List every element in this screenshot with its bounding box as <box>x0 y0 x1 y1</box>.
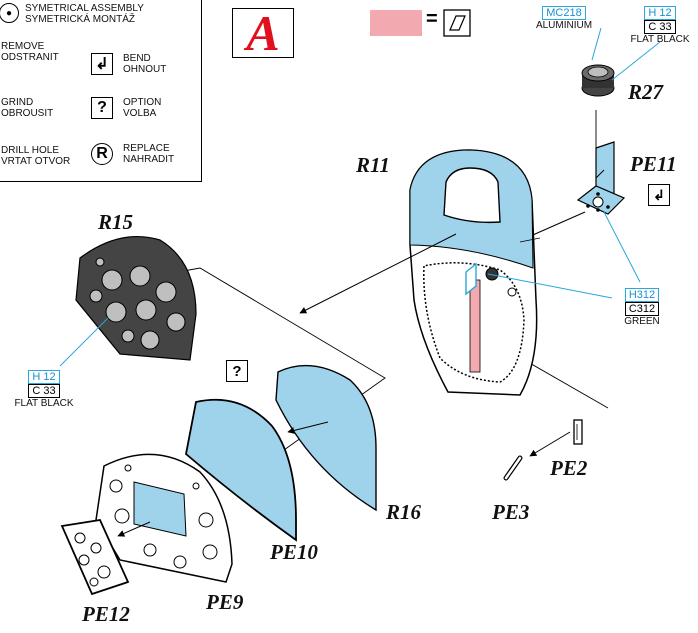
r11-edge <box>519 237 541 243</box>
paint-name: ALUMINIUM <box>535 20 593 31</box>
paint-name: FLAT BLACK <box>630 34 690 45</box>
legend-drill-line2: VRTAT OTVOR <box>1 156 71 167</box>
paint-code: C 33 <box>644 20 676 34</box>
callout-green-2 <box>603 211 641 283</box>
legend-symmetrical-line2: SYMETRICKÁ MONTÁŽ <box>25 14 136 25</box>
paint-code: MC218 <box>542 6 586 20</box>
callout-r15 <box>59 317 109 367</box>
label-pe10: PE10 <box>270 540 318 564</box>
section-box: A <box>232 8 294 58</box>
paint-green: H312 C312 GREEN <box>612 288 672 328</box>
label-pe3: PE3 <box>492 500 530 524</box>
legend-replace-line2: NAHRADIT <box>123 154 175 165</box>
pe10-part <box>185 398 297 542</box>
decal-swatch <box>370 10 422 36</box>
bend-icon: ↲ <box>648 184 670 206</box>
paint-aluminium: MC218 ALUMINIUM <box>530 6 598 32</box>
legend-replace-line1: REPLACE <box>123 143 170 154</box>
decal-equals: = <box>426 8 438 30</box>
symmetrical-assembly-icon: ● <box>0 3 19 23</box>
arrow-pe2 <box>529 431 571 457</box>
legend-bend-line1: BEND <box>123 53 151 64</box>
decal-box <box>443 9 471 37</box>
legend-drill-line1: DRILL HOLE <box>1 145 59 156</box>
pe2-part <box>573 419 583 445</box>
legend-box: ● SYMETRICAL ASSEMBLY SYMETRICKÁ MONTÁŽ … <box>0 0 202 182</box>
arrow-pe9 <box>117 521 151 537</box>
replace-icon: R <box>91 143 113 165</box>
legend-bend-line2: OHNOUT <box>123 64 167 75</box>
decal-icon <box>449 15 466 31</box>
bend-icon: ↲ <box>91 53 113 75</box>
option-box: ? <box>226 360 248 382</box>
legend-remove-line1: REMOVE <box>1 41 45 52</box>
callout-flat-black <box>611 41 661 81</box>
label-r15: R15 <box>98 210 134 234</box>
paint-name: GREEN <box>624 316 660 327</box>
paint-code: C312 <box>624 302 660 316</box>
paint-code: C 33 <box>28 384 60 398</box>
legend-grind-line2: OBROUSIT <box>1 108 54 119</box>
paint-name: FLAT BLACK <box>14 398 74 409</box>
r27-part <box>581 64 615 97</box>
legend-option-line2: VOLBA <box>123 108 157 119</box>
legend-option-line1: OPTION <box>123 97 162 108</box>
pe9-part <box>95 453 233 583</box>
arrow-r11 <box>299 233 457 314</box>
arrow-r16 <box>287 421 329 434</box>
paint-flat-black-top: H 12 C 33 FLAT BLACK <box>620 6 698 46</box>
option-icon: ? <box>91 97 113 119</box>
paint-code: H 12 <box>28 370 60 384</box>
label-pe12: PE12 <box>82 602 130 626</box>
label-r11: R11 <box>356 153 390 177</box>
label-pe11: PE11 <box>630 152 677 176</box>
callout-aluminium <box>591 27 602 61</box>
callout-green-1 <box>487 273 613 299</box>
label-r16: R16 <box>386 500 422 524</box>
r16-part <box>275 364 377 512</box>
paint-code: H312 <box>624 288 660 302</box>
legend-remove-line2: ODSTRANIT <box>1 52 59 63</box>
label-pe9: PE9 <box>206 590 244 614</box>
r11-part <box>409 149 538 396</box>
legend-grind-line1: GRIND <box>1 97 34 108</box>
arrow-pe11 <box>525 211 586 239</box>
pe11-part <box>576 141 626 215</box>
r15-part <box>75 235 197 361</box>
legend-symmetrical-line1: SYMETRICAL ASSEMBLY <box>25 3 144 14</box>
pe12-part <box>60 519 130 596</box>
label-pe2: PE2 <box>550 456 588 480</box>
label-r27: R27 <box>628 80 664 104</box>
paint-flat-black-left: H 12 C 33 FLAT BLACK <box>4 370 84 410</box>
paint-code: H 12 <box>644 6 676 20</box>
section-letter: A <box>246 5 280 61</box>
